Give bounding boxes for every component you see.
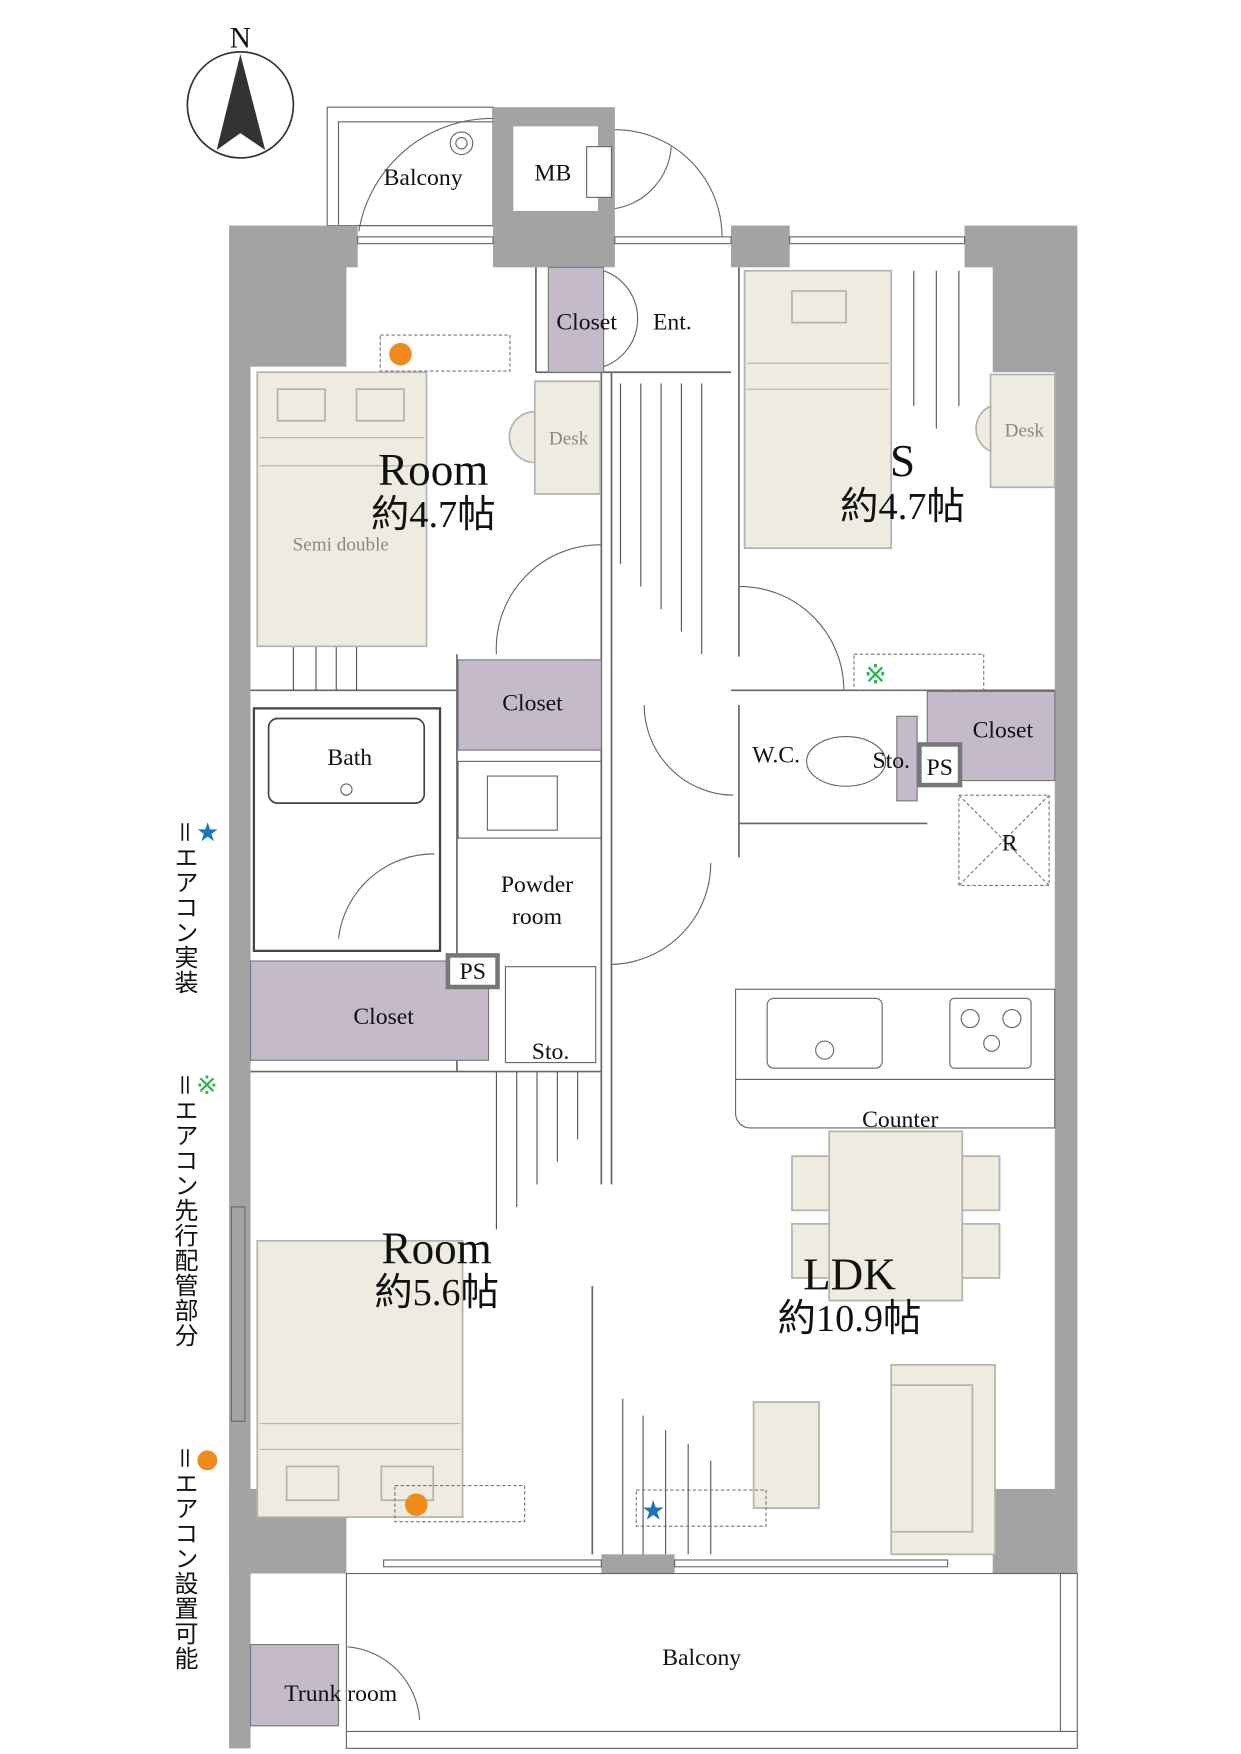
legend-text: ＝エアコン設置可能	[170, 1446, 198, 1671]
bed-room1	[256, 371, 428, 648]
sofa	[890, 1364, 996, 1556]
dining-set	[791, 1130, 1001, 1302]
label-closet-middle: Closet	[502, 691, 563, 717]
label-ps-right: PS	[927, 755, 953, 781]
label-balcony-bottom: Balcony	[662, 1645, 741, 1671]
dot-icon: ●	[196, 1444, 220, 1474]
label-counter: Counter	[862, 1107, 938, 1133]
label-mb: MB	[534, 160, 571, 186]
storage-powder	[504, 966, 597, 1064]
label-room2-name: Room	[381, 1223, 491, 1273]
bottom-balcony	[345, 1572, 1078, 1749]
star-icon: ★	[196, 818, 221, 848]
desk-room1	[533, 380, 602, 495]
stove-icon	[949, 997, 1032, 1069]
label-sto-powder: Sto.	[532, 1039, 570, 1065]
label-s-name: S	[890, 436, 915, 486]
wall-left	[229, 225, 347, 1749]
closet-middle	[457, 659, 602, 751]
meter-box	[513, 126, 598, 211]
label-room2-size: 約5.6帖	[374, 1271, 499, 1314]
label-powder-room: room	[512, 904, 563, 930]
label-room1-name: Room	[378, 445, 488, 495]
label-sto-wc: Sto.	[872, 748, 910, 774]
label-wc: W.C.	[752, 743, 800, 769]
ps-box	[917, 742, 963, 788]
desk-s	[989, 373, 1056, 489]
label-closet-entrance: Closet	[556, 309, 617, 335]
aircon-possible-dot-icon	[405, 1493, 428, 1516]
refrigerator-space	[958, 794, 1050, 887]
trunk-room	[249, 1644, 340, 1727]
legend-text: ＝エアコン先行配管部分	[170, 1073, 198, 1348]
label-closet-left: Closet	[353, 1004, 414, 1030]
label-trunk-room: Trunk room	[284, 1681, 397, 1707]
label-ps-left: PS	[460, 959, 486, 985]
label-entrance: Ent.	[653, 309, 692, 335]
bathtub	[252, 707, 442, 953]
aircon-piping-icon: ※	[864, 660, 887, 690]
legend-aircon-installed: ★ ＝エアコン実装	[170, 818, 221, 995]
closet-entrance	[547, 266, 605, 373]
label-desk1: Desk	[549, 428, 589, 449]
label-semi-double: Semi double	[293, 534, 389, 555]
label-powder: Powder	[501, 872, 573, 898]
aircon-installed-star-icon: ★	[641, 1495, 665, 1525]
bed-room2	[256, 1239, 464, 1518]
label-closet-right: Closet	[973, 718, 1034, 744]
aircon-possible-dot-icon	[389, 342, 412, 366]
label-s-size: 約4.7帖	[840, 485, 965, 528]
label-bath: Bath	[327, 745, 372, 771]
kitchen	[734, 988, 1056, 1129]
label-balcony-top: Balcony	[384, 165, 463, 191]
label-refrigerator: R	[1002, 830, 1018, 856]
legend-aircon-piping: ※ ＝エアコン先行配管部分	[170, 1071, 219, 1348]
label-desk2: Desk	[1005, 421, 1045, 442]
legend-aircon-possible: ● ＝エアコン設置可能	[170, 1444, 220, 1671]
label-ldk-name: LDK	[803, 1249, 896, 1299]
label-ldk-size: 約10.9帖	[778, 1297, 922, 1340]
compass-label: N	[230, 22, 251, 54]
legend-text: ＝エアコン実装	[170, 820, 198, 995]
toilet	[806, 736, 887, 787]
label-room1-size: 約4.7帖	[371, 493, 496, 536]
wall-right	[964, 225, 1078, 1574]
living-table	[752, 1401, 820, 1509]
ps-box	[445, 953, 500, 990]
bed-s	[743, 269, 893, 550]
wash-basin	[457, 760, 602, 839]
kome-icon: ※	[196, 1071, 219, 1101]
north-compass-icon: N	[186, 22, 295, 159]
